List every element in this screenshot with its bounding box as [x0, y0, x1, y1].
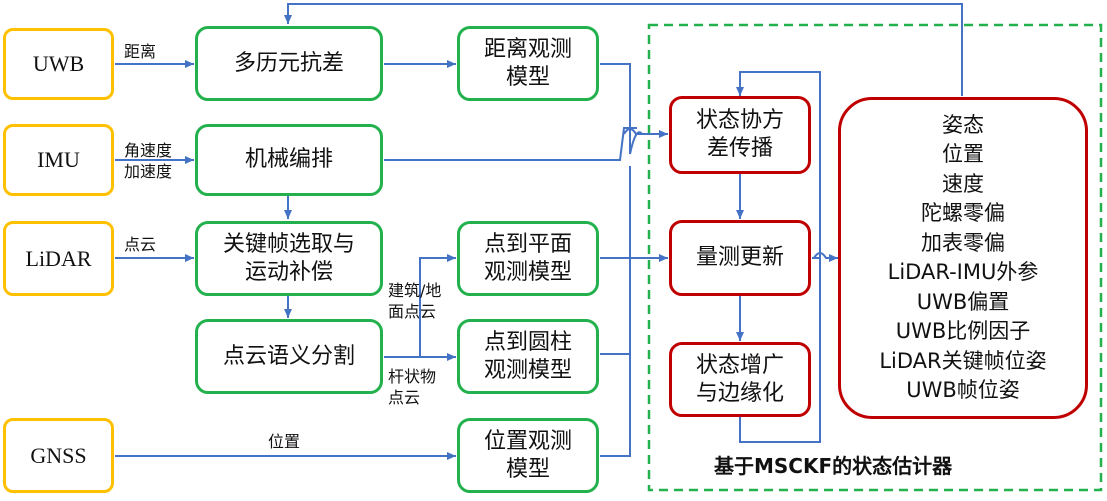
box-plane-line-1: 点到平面	[483, 231, 572, 257]
box-segmentation-label: 点云语义分割	[222, 343, 355, 369]
arrow-mech-to-propagation	[384, 127, 637, 161]
sensor-lidar: LiDAR	[3, 221, 114, 296]
sensor-uwb-label: UWB	[32, 51, 85, 76]
state-item: UWB帧位姿	[906, 378, 1020, 402]
state-item: 姿态	[941, 112, 984, 137]
label-acceleration: 加速度	[124, 162, 173, 181]
box-state-augmentation: 状态增广 与边缘化	[669, 342, 811, 417]
sensor-imu: IMU	[3, 124, 114, 196]
box-keyframe-selection: 关键帧选取与 运动补偿	[195, 221, 383, 296]
arrow-state-feedback	[284, 3, 963, 96]
state-item: UWB比例因子	[895, 319, 1031, 343]
label-angular-velocity: 角速度	[124, 141, 173, 160]
box-position-line-2: 模型	[505, 456, 550, 482]
state-item: UWB偏置	[916, 289, 1010, 314]
box-covariance-propagation: 状态协方 差传播	[669, 96, 811, 174]
estimator-title: 基于MSCKF的状态估计器	[714, 454, 953, 478]
sensor-imu-label: IMU	[37, 147, 80, 172]
state-item: 速度	[941, 171, 984, 196]
box-position-model: 位置观测 模型	[457, 418, 599, 493]
label-position: 位置	[268, 432, 301, 451]
state-item: 加表零偏	[920, 230, 1005, 255]
state-item: LiDAR关键帧位姿	[879, 348, 1047, 373]
box-position-line-1: 位置观测	[483, 428, 572, 454]
label-building-ground-1: 建筑/地	[388, 281, 442, 300]
estimator-frame	[647, 23, 1103, 492]
state-item: 陀螺零偏	[920, 201, 1005, 225]
box-cylinder-line-1: 点到圆柱	[483, 329, 572, 355]
box-plane-line-2: 观测模型	[483, 259, 572, 285]
box-plane-model: 点到平面 观测模型	[457, 221, 599, 296]
box-range-line-1: 距离观测	[483, 36, 572, 62]
box-cylinder-line-2: 观测模型	[483, 357, 572, 383]
state-vector-box: 姿态 位置 速度 陀螺零偏 加表零偏 LiDAR-IMU外参 UWB偏置 UWB…	[838, 97, 1088, 419]
box-augmentation-line-2: 与边缘化	[695, 380, 784, 406]
label-building-ground-2: 面点云	[388, 302, 437, 321]
box-update-label: 量测更新	[695, 245, 784, 270]
box-mechanization-label: 机械编排	[244, 147, 333, 172]
box-range-line-2: 模型	[505, 64, 550, 90]
state-item: 位置	[941, 142, 984, 166]
box-multi-epoch-diff-label: 多历元抗差	[233, 50, 344, 76]
line-bus-lower	[600, 166, 631, 457]
sensor-gnss: GNSS	[3, 418, 114, 493]
label-point-cloud: 点云	[124, 235, 157, 254]
sensor-lidar-label: LiDAR	[25, 245, 92, 271]
box-augmentation-line-1: 状态增广	[695, 352, 784, 378]
line-bus-hop	[629, 131, 643, 155]
box-range-model: 距离观测 模型	[457, 26, 599, 101]
box-keyframe-line-1: 关键帧选取与	[222, 231, 355, 257]
box-keyframe-line-2: 运动补偿	[244, 259, 333, 285]
sensor-gnss-label: GNSS	[30, 442, 87, 468]
arrow-mech-hop	[623, 128, 668, 138]
box-mechanization: 机械编排	[195, 124, 383, 196]
box-multi-epoch-diff: 多历元抗差	[195, 26, 383, 101]
state-item: LiDAR-IMU外参	[887, 260, 1039, 284]
label-pole-1: 杆状物	[388, 367, 437, 386]
line-range-to-bus	[600, 63, 631, 154]
arrow-update-hop	[813, 252, 838, 262]
box-segmentation: 点云语义分割	[195, 319, 383, 394]
box-cylinder-model: 点到圆柱 观测模型	[457, 319, 599, 394]
sensor-uwb: UWB	[3, 28, 114, 100]
label-pole-2: 点云	[388, 388, 421, 407]
state-vector-list: 姿态 位置 速度 陀螺零偏 加表零偏 LiDAR-IMU外参 UWB偏置 UWB…	[879, 111, 1046, 406]
box-propagation-line-2: 差传播	[706, 136, 773, 161]
box-measurement-update: 量测更新	[669, 220, 811, 296]
box-propagation-line-1: 状态协方	[695, 108, 784, 133]
label-distance: 距离	[124, 42, 157, 61]
